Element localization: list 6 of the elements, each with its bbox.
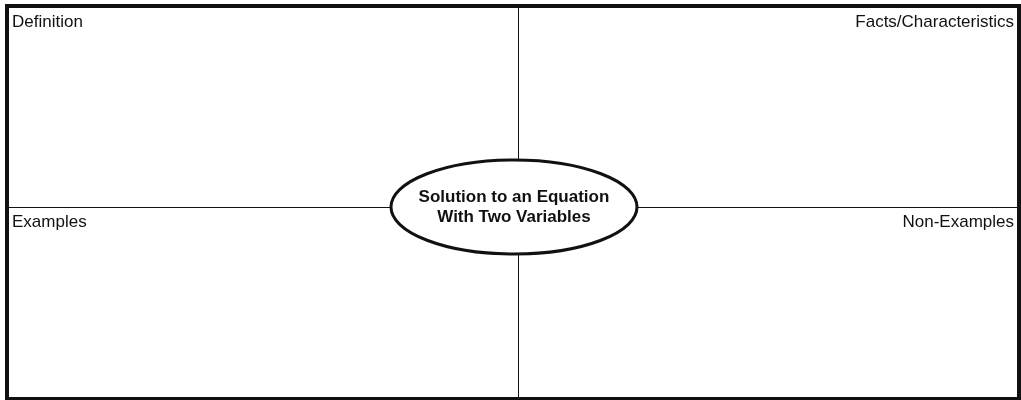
center-oval [389,158,639,256]
quadrant-heading: Non-Examples [902,212,1014,232]
quadrant-heading: Facts/Characteristics [855,12,1014,32]
quadrant-heading: Definition [12,12,83,32]
quadrant-heading: Examples [12,212,87,232]
center-term: Solution to an Equation With Two Variables [417,186,611,228]
